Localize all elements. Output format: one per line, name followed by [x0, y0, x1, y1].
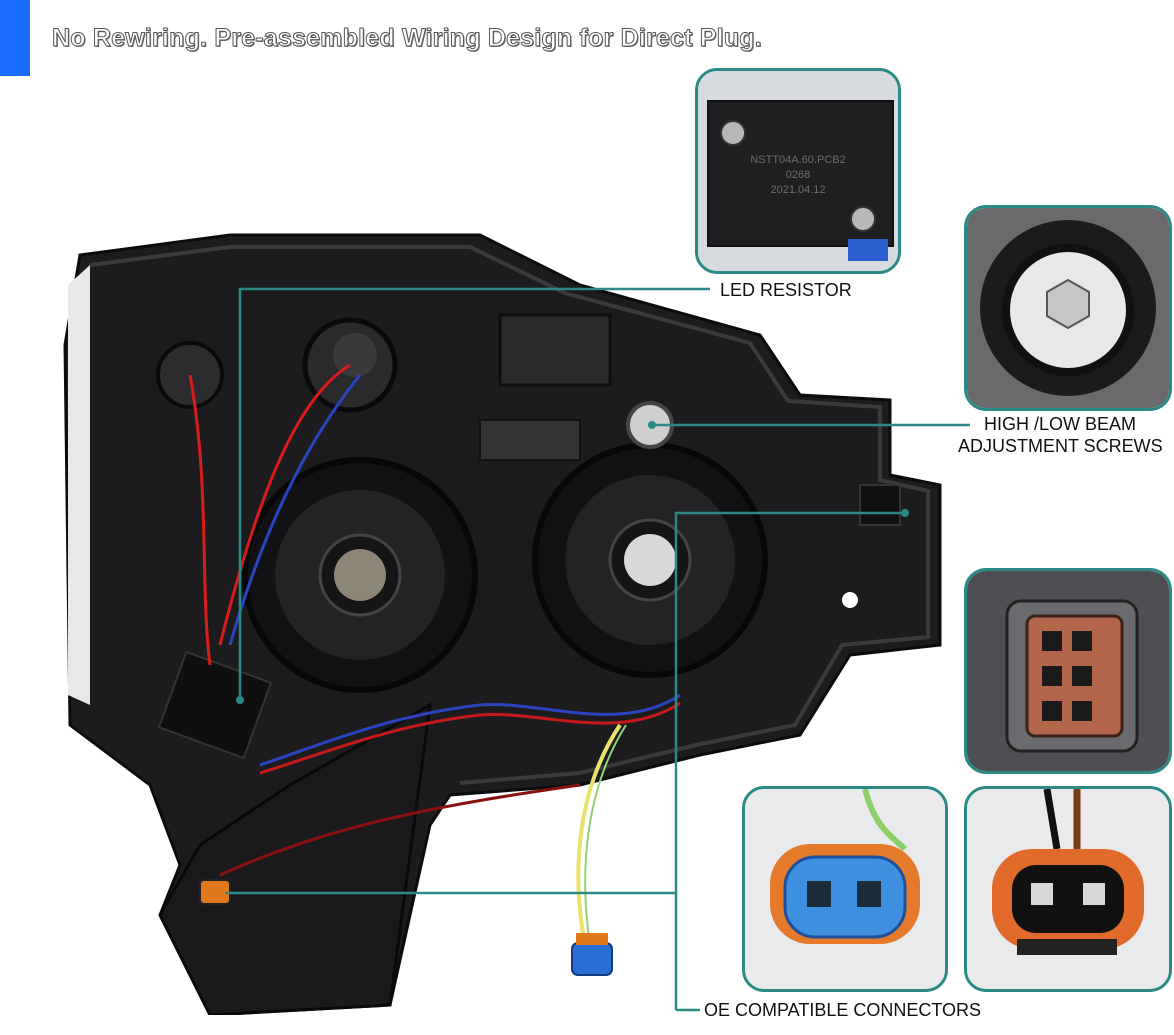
- inset-adjustment-screw: [964, 205, 1172, 411]
- callout-connectors: OE COMPATIBLE CONNECTORS: [704, 1000, 982, 1020]
- accent-bar: [0, 0, 30, 76]
- inset-blue-connector: [742, 786, 948, 992]
- callout-led-resistor: LED RESISTOR: [720, 280, 852, 300]
- headline: No Rewiring. Pre-assembled Wiring Design…: [52, 24, 763, 53]
- resistor-marking-line1: NSTT04A.60.PCB2: [750, 154, 846, 166]
- callout-beam-line1: HIGH /LOW BEAM: [984, 414, 1137, 434]
- resistor-marking-line2: 0268: [785, 169, 811, 181]
- multipin-connector-image: [967, 571, 1169, 771]
- orange-connector-image: [967, 789, 1169, 989]
- blue-connector-image: [745, 789, 945, 989]
- callout-beam-line2: ADJUSTMENT SCREWS: [958, 436, 1163, 456]
- adjustment-screw-image: [967, 208, 1169, 408]
- resistor-image: [698, 71, 898, 271]
- resistor-marking-line3: 2021.04.12: [770, 184, 826, 196]
- inset-multipin-connector: [964, 568, 1172, 774]
- inset-orange-connector: [964, 786, 1172, 992]
- inset-led-resistor: NSTT04A.60.PCB2 0268 2021.04.12: [695, 68, 901, 274]
- headlight-photo: [63, 233, 942, 1015]
